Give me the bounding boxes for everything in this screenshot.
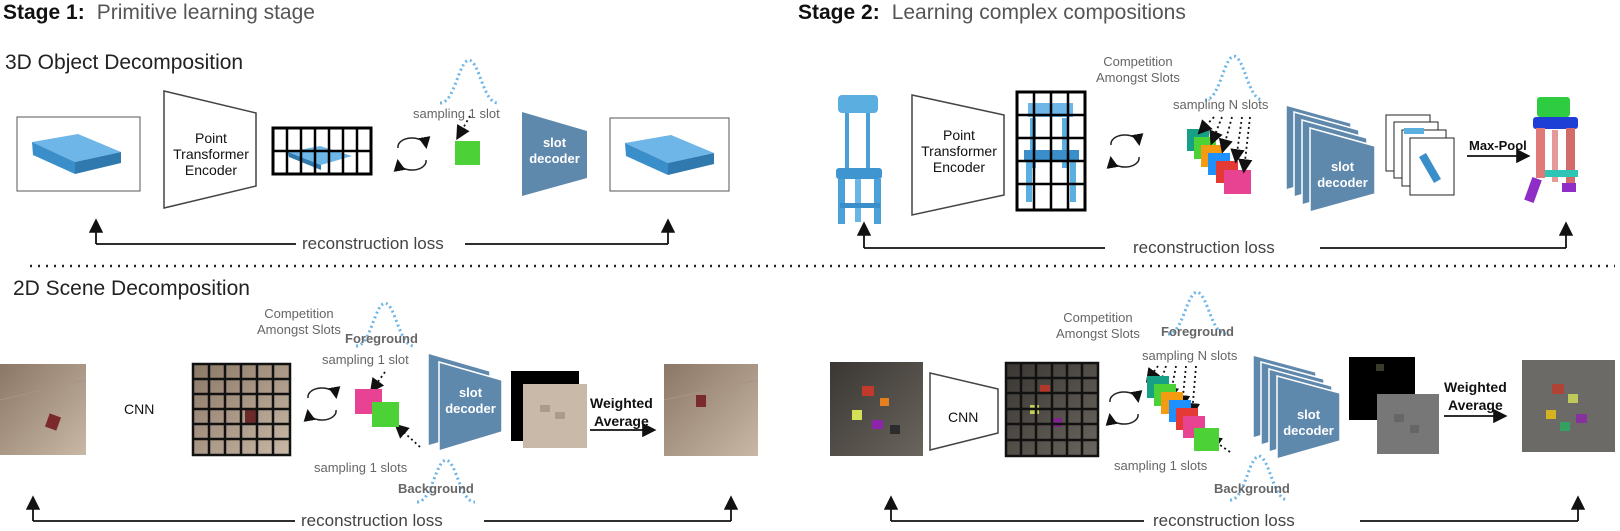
input-chair-blue (836, 95, 882, 224)
stage1-label: Stage 1: (3, 1, 85, 24)
sampling-1-slots-label-1: sampling 1 slots (314, 460, 408, 475)
max-pool-label: Max-Pool (1469, 138, 1527, 153)
output-scene-image-1 (663, 364, 759, 456)
stage1-header: Stage 1: Primitive learning stage (3, 1, 315, 25)
sampling-arrows-2 (1197, 116, 1253, 174)
point-transformer-encoder-shape (163, 90, 257, 209)
gaussian-5 (1167, 290, 1227, 336)
slot-decoder-label-2: slot decoder (1317, 159, 1368, 190)
recon-loss-label-4: reconstruction loss (1147, 511, 1301, 531)
section-title-2d: 2D Scene Decomposition (13, 277, 250, 300)
cnn-encoder-shape (929, 372, 999, 451)
cnn-label-2: CNN (948, 409, 979, 425)
recon-loss-line-2d-stage2 (883, 495, 1586, 522)
gaussian-6 (1229, 454, 1289, 502)
slot-decoder-shape-1 (522, 112, 587, 196)
slot-decoders-stack-1 (1285, 104, 1376, 213)
sampling-1-slots-label-2: sampling 1 slots (1114, 458, 1208, 473)
sampling-1-slot-label-2: sampling 1 slot (322, 352, 409, 367)
output-box-object (625, 135, 714, 175)
slot-decoder-label-1: slot decoder (529, 135, 580, 166)
slot-decoder-label-4: slot decoder (1283, 407, 1334, 438)
gaussian-4 (416, 458, 476, 504)
stage1-title: Primitive learning stage (96, 1, 315, 24)
recon-loss-line-3d (88, 218, 676, 245)
background-label-2: Background (1214, 481, 1290, 496)
section-title-3d: 3D Object Decomposition (5, 51, 244, 74)
recon-loss-line-3d-stage2 (856, 221, 1574, 249)
part-outputs-stack (1385, 114, 1455, 196)
background-label-1: Background (398, 481, 474, 496)
gaussian-1 (439, 58, 499, 105)
recon-loss-label-1: reconstruction loss (296, 234, 450, 254)
competition-cycle-icon-1 (393, 136, 431, 172)
output-scene-image-2 (1522, 360, 1615, 452)
slot-grid-3d (271, 126, 373, 176)
stage2-label: Stage 2: (798, 1, 880, 24)
sampling-n-slots-label-1: sampling N slots (1173, 97, 1269, 112)
feature-grid-2d-stage2 (1004, 361, 1100, 458)
bg-slot-green (372, 402, 399, 427)
point-encoder-label: Point Transformer Encoder (173, 130, 249, 178)
slot-grid-3d-stage2 (1015, 90, 1087, 212)
input-scene-image-1 (0, 364, 87, 455)
point-encoder-label-2: Point Transformer Encoder (921, 127, 997, 175)
foreground-label-2: Foreground (1161, 324, 1234, 339)
weighted-average-label-2: Weighted Average (1444, 379, 1507, 413)
slot-decoders-stack-2 (1252, 354, 1341, 460)
slot-decoder-label-3: slot decoder (445, 385, 496, 416)
weighted-average-label-1: Weighted Average (590, 395, 653, 429)
cnn-label-1: CNN (124, 401, 155, 417)
sampling-n-slots-label-2: sampling N slots (1142, 348, 1238, 363)
foreground-label-1: Foreground (345, 331, 418, 346)
stage2-title: Learning complex compositions (891, 1, 1186, 24)
slot-decoders-2d-1 (427, 352, 503, 453)
competition-label-2: Competition Amongst Slots (257, 306, 341, 337)
recon-loss-label-2: reconstruction loss (1127, 238, 1281, 258)
recon-loss-label-3: reconstruction loss (295, 511, 449, 531)
competition-cycle-icon-3 (303, 386, 341, 422)
input-scene-image-2 (830, 362, 923, 456)
gaussian-2 (1204, 54, 1264, 102)
competition-cycle-icon-2 (1106, 133, 1144, 169)
competition-label-3: Competition Amongst Slots (1056, 310, 1140, 341)
competition-label-1: Competition Amongst Slots (1096, 54, 1180, 85)
sampling-arrow-1 (456, 115, 471, 141)
decoded-masks-2 (1349, 357, 1439, 454)
sampled-slots-stack-1 (1187, 129, 1251, 194)
stage2-header: Stage 2: Learning complex compositions (798, 1, 1186, 25)
bg-sampling-arrow (394, 423, 421, 448)
feature-grid-2d (191, 362, 292, 457)
fg-sampling-arrow (369, 371, 386, 393)
recon-loss-line-2d (25, 495, 739, 522)
decoded-masks-1 (511, 371, 587, 448)
point-transformer-encoder-shape-2 (911, 94, 1005, 216)
sampling-1-slot-label: sampling 1 slot (413, 106, 500, 121)
sampled-slot-green (455, 141, 480, 165)
input-box-object (32, 134, 121, 174)
sampled-slots-stack-2 (1147, 376, 1219, 451)
output-chair-colored (1524, 97, 1578, 203)
competition-cycle-icon-4 (1105, 390, 1143, 426)
